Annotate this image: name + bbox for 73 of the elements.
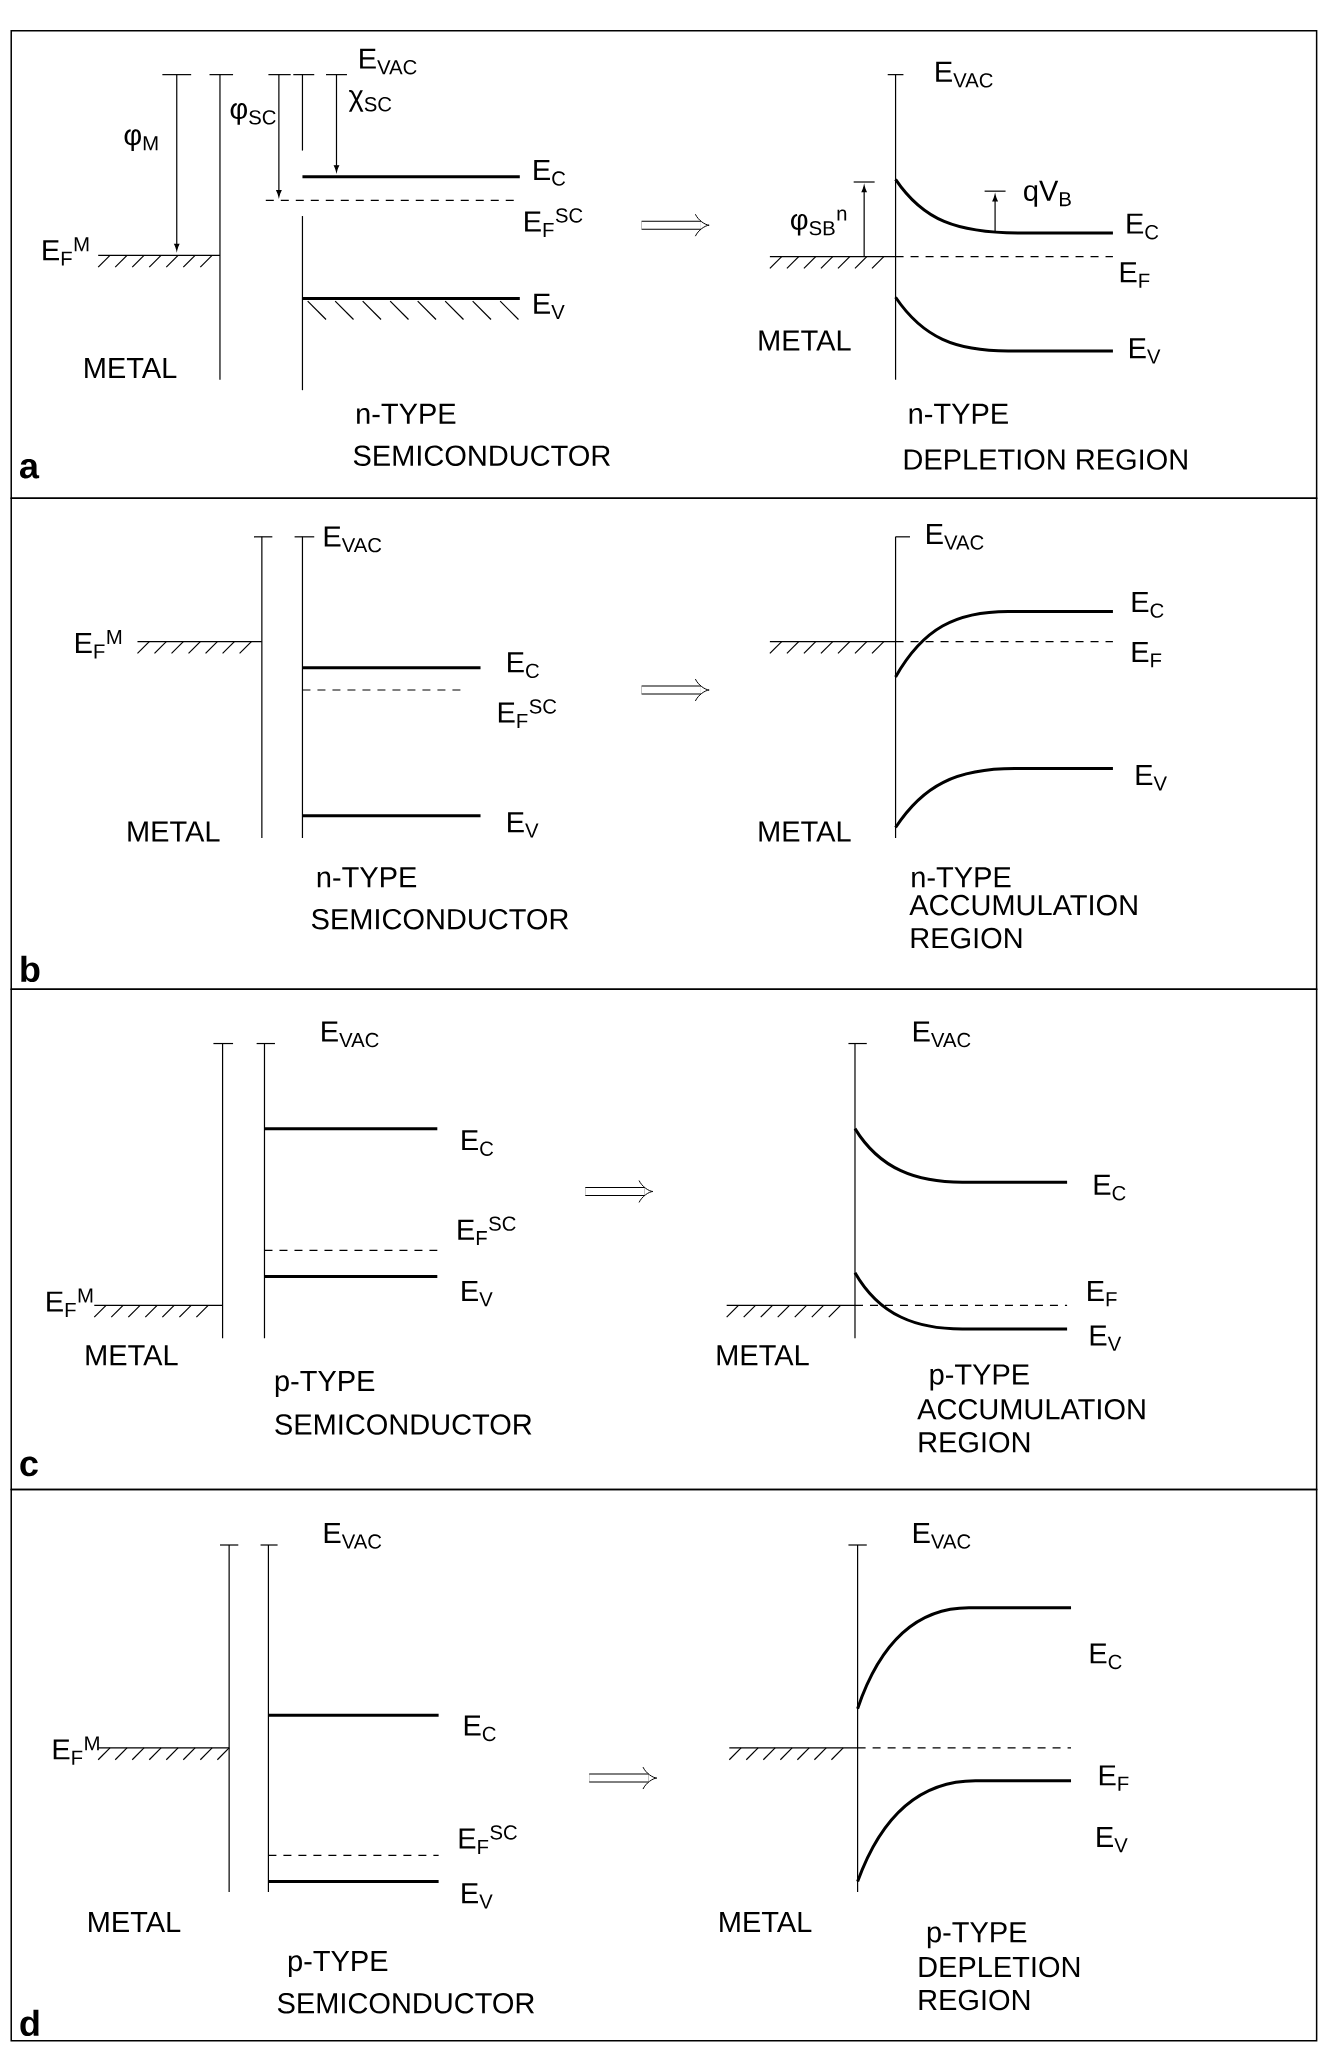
energy-label: DEPLETION REGION [904,449,1187,470]
energy-label: n-TYPE [909,403,1009,424]
energy-label: E$_{C}$ [1132,592,1164,618]
energy-label: METAL [720,1912,812,1933]
energy-label: p-TYPE [289,1951,388,1977]
energy-label: E$_{F}$M [43,237,89,266]
region-label: ACCUMULATION REGION [909,894,1137,949]
energy-label: p-TYPE [928,1922,1027,1949]
energy-label: METAL [128,821,220,842]
energy-label: E$_{F}$ [1100,1765,1129,1791]
energy-label: E$_{V}$ [1136,765,1168,791]
energy-label: φ$_{SC}$ [230,103,276,125]
energy-label: SEMICONDUCTOR [312,908,569,930]
energy-label: E$_{V}$ [1090,1325,1122,1351]
panel-letter: d [20,2009,39,2037]
energy-label: METAL [86,1345,178,1366]
energy-label: E$_{F}$M [76,630,122,659]
energy-label: METAL [759,330,851,351]
energy-label: E$_{F}$M [53,1736,99,1765]
energy-label: E$_{F}$SC [459,1825,518,1854]
panel [10,30,1318,500]
energy-label: E$_{C}$ [1094,1174,1126,1201]
energy-label: E$_{VAC}$ [360,48,417,75]
energy-label: E$_{VAC}$ [927,523,984,550]
energy-label: p-TYPE [930,1364,1029,1391]
energy-label: E$_{F}$SC [525,208,583,237]
energy-label: χ$_{SC}$ [349,90,392,112]
energy-label: E$_{VAC}$ [324,1522,382,1549]
energy-label: E$_{C}$ [508,652,540,678]
panel-letter: a [20,458,40,479]
energy-label: E$_{F}$SC [458,1216,516,1246]
energy-label: E$_{V}$ [534,293,565,320]
panel-letter: b [21,955,40,983]
energy-label: SEMICONDUCTOR [353,445,611,466]
energy-label: E$_{VAC}$ [322,1021,379,1048]
energy-label: E$_{V}$ [1097,1826,1128,1853]
energy-label: n-TYPE [317,867,417,888]
energy-label: E$_{VAC}$ [324,526,382,553]
energy-label: E$_{C}$ [462,1130,494,1156]
energy-label: E$_{V}$ [462,1280,493,1307]
energy-label: SEMICONDUCTOR [275,1414,532,1435]
panel [10,988,1318,1491]
energy-label: E$_{V}$ [1130,338,1161,364]
energy-label: E$_{C}$ [534,159,566,186]
energy-label: METAL [85,357,177,378]
energy-label: qV$_{B}$ [1024,180,1071,207]
region-label: ACCUMULATION REGION [917,1398,1145,1453]
energy-label: E$_{C}$ [1090,1643,1122,1670]
panel-letter: c [20,1456,39,1477]
panel [10,1488,1318,2042]
energy-label: E$_{C}$ [465,1715,496,1742]
panel [10,497,1318,991]
energy-label: E$_{F}$ [1132,642,1162,668]
energy-label: E$_{VAC}$ [936,61,993,88]
energy-label: n-TYPE [912,867,1011,888]
energy-label: p-TYPE [275,1371,375,1397]
energy-label: E$_{VAC}$ [914,1522,971,1549]
energy-label: METAL [89,1912,181,1933]
energy-label: φ$_{SB}$n [791,209,847,236]
energy-label: φ$_{M}$ [124,129,158,151]
region-label: DEPLETION REGION [919,1956,1080,2011]
energy-label: E$_{V}$ [462,1883,493,1909]
energy-label: METAL [717,1345,809,1366]
energy-label: E$_{C}$ [1127,213,1159,240]
energy-label: E$_{F}$SC [499,699,557,728]
energy-label: E$_{F}$ [1088,1280,1117,1307]
energy-label: E$_{F}$M [47,1288,93,1317]
energy-label: n-TYPE [357,403,456,424]
energy-label: E$_{VAC}$ [914,1021,971,1048]
energy-label: E$_{V}$ [508,812,539,838]
energy-label: E$_{F}$ [1121,262,1150,288]
energy-label: SEMICONDUCTOR [278,1993,535,2014]
energy-label: METAL [759,821,851,842]
